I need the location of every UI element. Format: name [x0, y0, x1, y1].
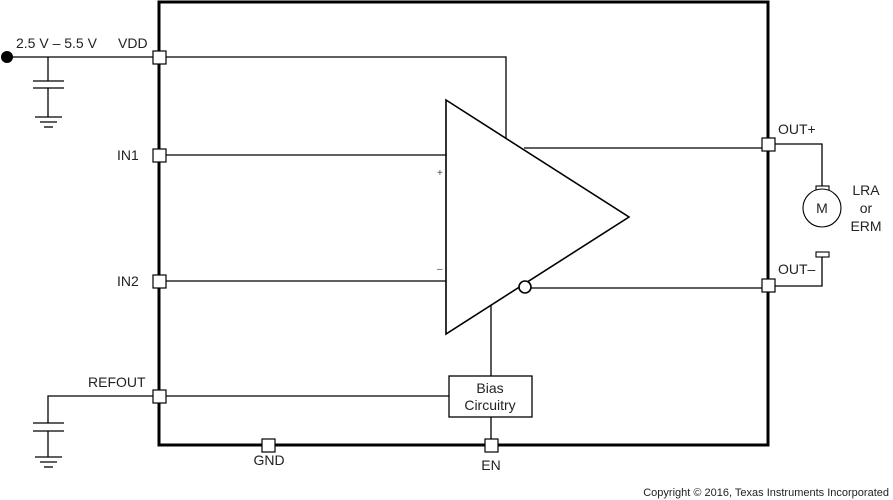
en-pin-label: EN: [481, 457, 500, 473]
motor-symbol-label: M: [816, 200, 828, 216]
non-inverting-input-sign: +: [437, 168, 443, 179]
out-plus-external-wire: [773, 143, 823, 187]
vdd-pin: [152, 50, 167, 65]
in1-pin-label: IN1: [117, 147, 139, 163]
vdd-ground-symbol: [35, 116, 62, 128]
inverting-input-sign: –: [437, 264, 443, 275]
motor-type-label-line3: ERM: [850, 218, 881, 234]
out-plus-pin-label: OUT+: [778, 121, 816, 137]
bias-block-label-line2: Circuitry: [464, 397, 515, 413]
gnd-pin-label: GND: [253, 452, 284, 468]
in2-pin-label: IN2: [117, 273, 139, 289]
bias-block-label-line1: Bias: [476, 380, 503, 396]
out-minus-pin: [761, 278, 776, 293]
amplifier-triangle-symbol: [445, 98, 631, 336]
motor-type-label-line2: or: [860, 200, 873, 216]
refout-pin: [152, 389, 167, 404]
refout-pin-label: REFOUT: [88, 374, 146, 390]
refout-external-wire: [47, 395, 159, 423]
inverting-output-bubble: [518, 280, 532, 294]
out-minus-external-wire: [773, 256, 823, 287]
in1-pin: [152, 148, 167, 163]
out-minus-pin-label: OUT–: [778, 261, 816, 277]
refout-ground-symbol: [35, 456, 62, 468]
out-plus-pin: [761, 137, 776, 152]
en-pin: [484, 438, 499, 453]
motor-symbol: [802, 185, 842, 258]
vdd-capacitor-symbol: [33, 57, 64, 117]
supply-voltage-label: 2.5 V – 5.5 V: [16, 35, 98, 51]
in2-pin: [152, 274, 167, 289]
copyright-notice: Copyright © 2016, Texas Instruments Inco…: [643, 487, 889, 499]
bias-circuitry-block: [448, 375, 533, 418]
vdd-internal-wire: [164, 56, 507, 141]
refout-capacitor-symbol: [33, 422, 64, 457]
ic-package-outline: [157, 0, 770, 447]
vdd-pin-label: VDD: [118, 35, 148, 51]
gnd-pin: [261, 438, 276, 453]
motor-type-label-line1: LRA: [852, 182, 880, 198]
